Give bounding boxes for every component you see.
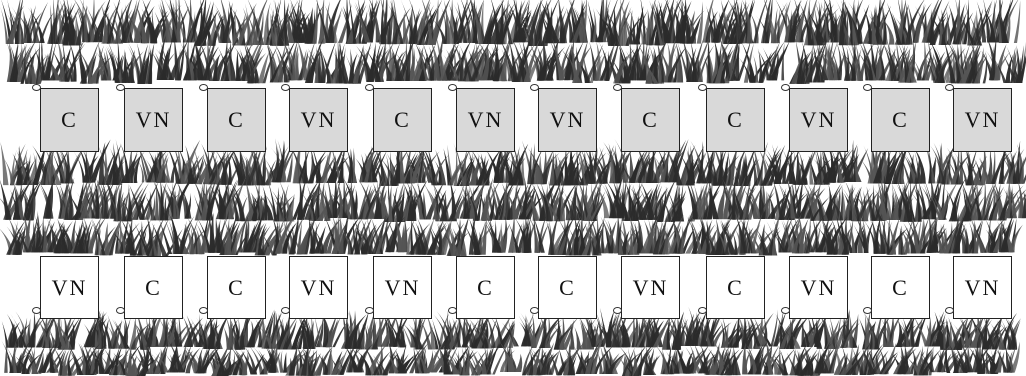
plot-label: VN [801, 107, 837, 133]
plot-2-1: VN [40, 256, 99, 319]
plot-label: VN [633, 275, 669, 301]
plot-1-9: C [706, 88, 765, 152]
plant-marker-icon [32, 307, 41, 314]
plot-label: VN [965, 107, 1001, 133]
plot-label: C [892, 275, 909, 301]
plant-marker-icon [199, 84, 208, 91]
plot-label: C [727, 275, 744, 301]
plot-label: C [559, 275, 576, 301]
plot-label: C [145, 275, 162, 301]
plant-marker-icon [863, 84, 872, 91]
plot-2-10: VN [789, 256, 848, 319]
grass-tuft-icon [836, 0, 870, 45]
plant-marker-icon [781, 84, 790, 91]
plot-2-2: C [124, 256, 183, 319]
plot-1-12: VN [953, 88, 1012, 152]
plot-1-6: VN [456, 88, 515, 152]
plot-label: VN [385, 275, 421, 301]
plant-marker-icon [448, 84, 457, 91]
plot-label: VN [468, 107, 504, 133]
plot-1-2: VN [124, 88, 183, 152]
plant-marker-icon [698, 307, 707, 314]
plant-marker-icon [116, 307, 125, 314]
plot-1-3: C [207, 88, 266, 152]
plot-2-11: C [871, 256, 930, 319]
plot-label: C [477, 275, 494, 301]
plot-2-8: VN [621, 256, 680, 319]
plot-label: C [892, 107, 909, 133]
plot-2-9: C [706, 256, 765, 319]
plot-label: VN [965, 275, 1001, 301]
plot-1-11: C [871, 88, 930, 152]
plant-marker-icon [863, 307, 872, 314]
plot-label: C [642, 107, 659, 133]
plot-1-1: C [40, 88, 99, 152]
plot-label: VN [52, 275, 88, 301]
plant-marker-icon [32, 84, 41, 91]
plant-marker-icon [448, 307, 457, 314]
plant-marker-icon [781, 307, 790, 314]
plant-marker-icon [530, 307, 539, 314]
plot-label: C [61, 107, 78, 133]
plot-label: VN [550, 107, 586, 133]
plant-marker-icon [116, 84, 125, 91]
plot-2-12: VN [953, 256, 1012, 319]
plant-marker-icon [698, 84, 707, 91]
plot-2-4: VN [289, 256, 348, 319]
plant-marker-icon [365, 307, 374, 314]
plot-1-10: VN [789, 88, 848, 152]
plot-2-5: VN [373, 256, 432, 319]
plot-2-6: C [456, 256, 515, 319]
plot-2-3: C [207, 256, 266, 319]
plot-1-8: C [621, 88, 680, 152]
plot-label: VN [301, 107, 337, 133]
plot-label: C [228, 107, 245, 133]
plant-marker-icon [945, 307, 954, 314]
plot-label: C [727, 107, 744, 133]
plot-label: VN [801, 275, 837, 301]
grass-tuft-icon [566, 0, 588, 43]
plant-marker-icon [530, 84, 539, 91]
plot-1-4: VN [289, 88, 348, 152]
plot-1-5: C [373, 88, 432, 152]
plot-2-7: C [538, 256, 597, 319]
plant-marker-icon [365, 84, 374, 91]
plant-marker-icon [281, 307, 290, 314]
plant-marker-icon [613, 84, 622, 91]
plot-1-7: VN [538, 88, 597, 152]
grass-tuft-icon [0, 0, 24, 44]
plant-marker-icon [281, 84, 290, 91]
plot-label: C [394, 107, 411, 133]
plot-label: VN [136, 107, 172, 133]
plot-label: VN [301, 275, 337, 301]
plot-label: C [228, 275, 245, 301]
plant-marker-icon [945, 84, 954, 91]
plant-marker-icon [199, 307, 208, 314]
plant-marker-icon [613, 307, 622, 314]
